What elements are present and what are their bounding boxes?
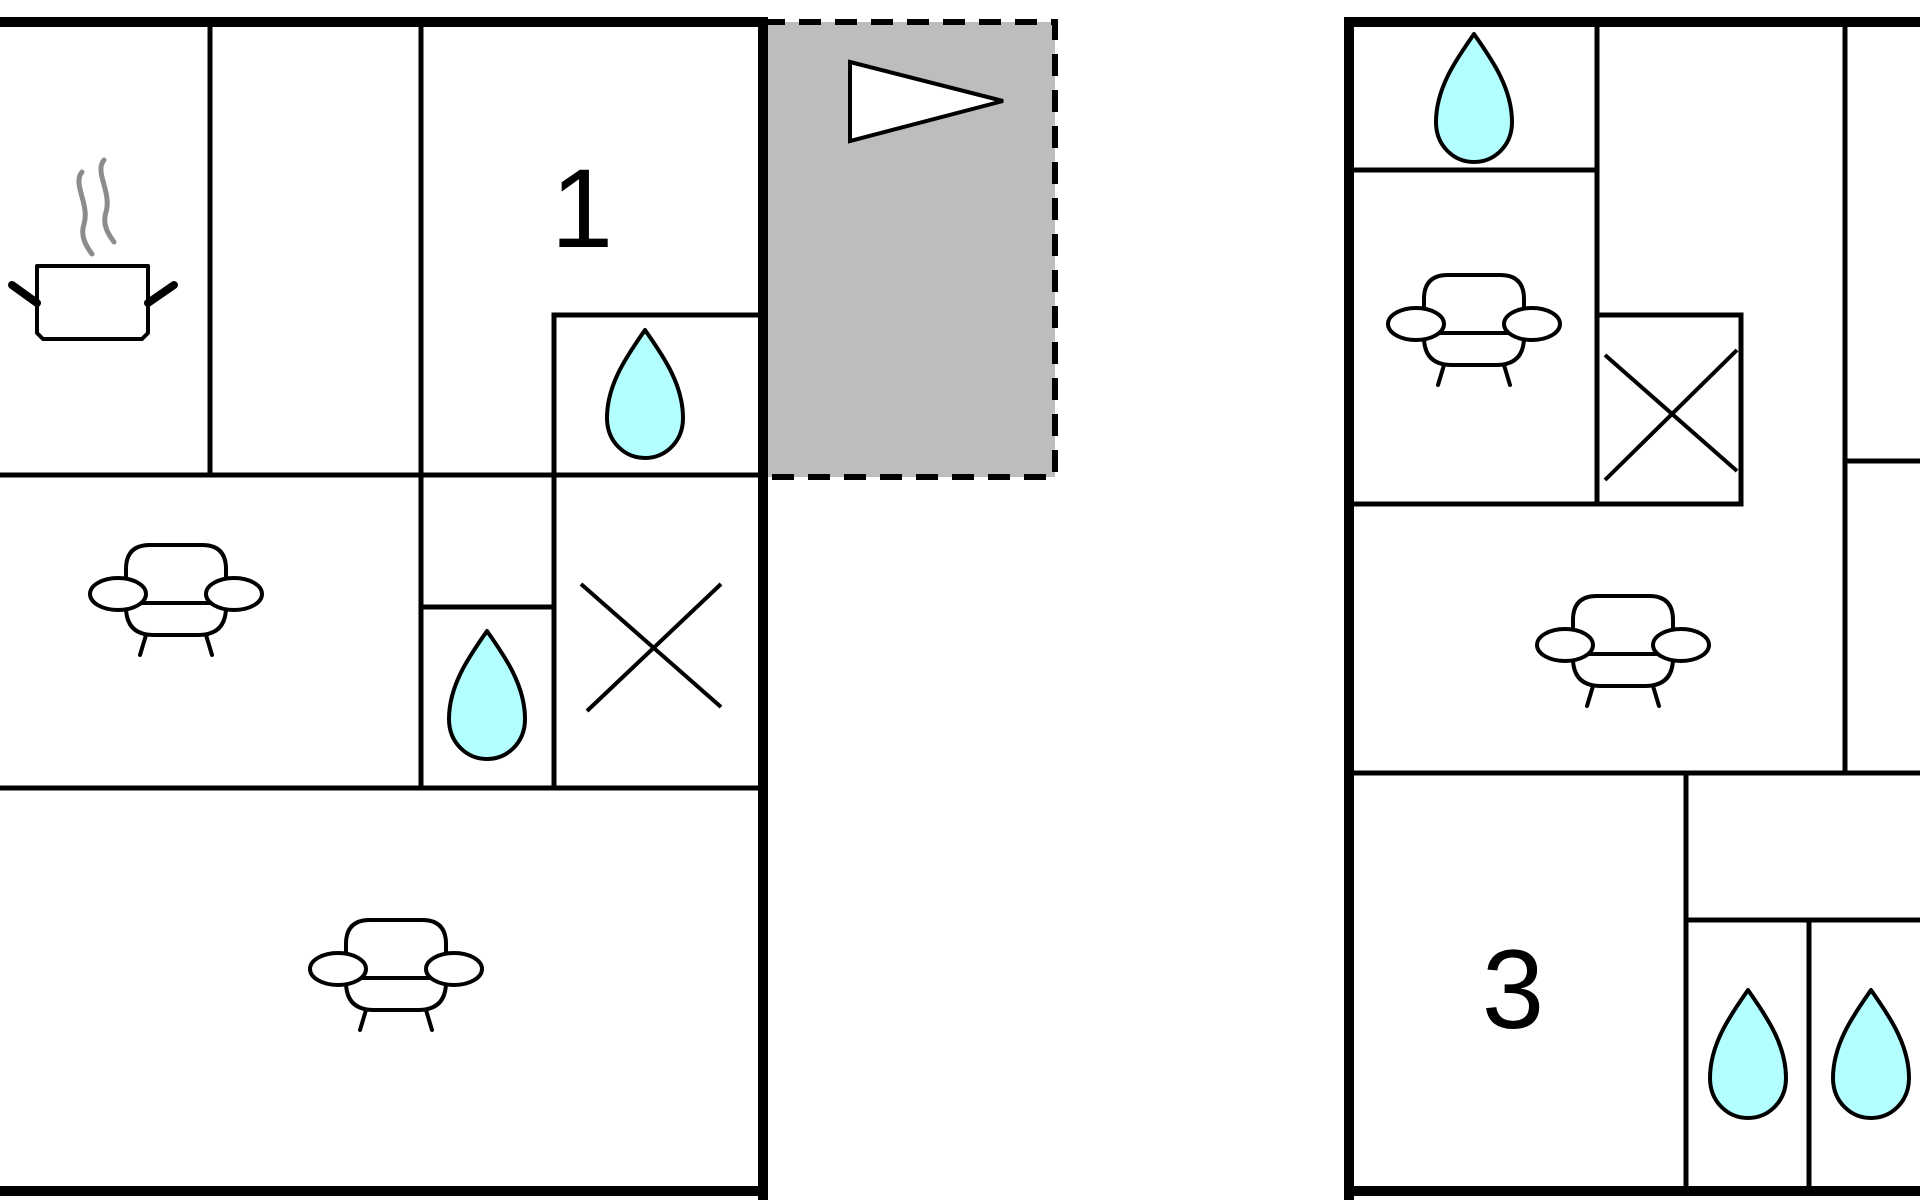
water-drop-icon xyxy=(1831,988,1911,1120)
right-unit-interior-walls xyxy=(1349,22,1920,1191)
sofa-icon xyxy=(308,918,484,1032)
left-unit: 1 xyxy=(0,17,1058,1200)
sofa-icon xyxy=(1535,594,1711,708)
room-label-1: 1 xyxy=(551,146,613,271)
sofa-icon xyxy=(88,543,264,657)
room-label-3: 3 xyxy=(1482,927,1544,1052)
right-unit: 3 xyxy=(1344,17,1920,1200)
water-drop-icon xyxy=(1708,988,1788,1120)
cross-icon xyxy=(1603,348,1739,482)
kitchen-pot-icon xyxy=(8,157,178,341)
water-drop-icon xyxy=(447,629,527,761)
water-drop-icon xyxy=(1434,32,1514,164)
terrace-dashed-outline xyxy=(763,19,1058,480)
sofa-icon xyxy=(1386,273,1562,387)
cross-icon xyxy=(579,582,723,713)
terrace-arrow-icon xyxy=(848,59,1004,144)
water-drop-icon xyxy=(605,328,685,460)
left-unit-interior-walls xyxy=(0,22,763,791)
